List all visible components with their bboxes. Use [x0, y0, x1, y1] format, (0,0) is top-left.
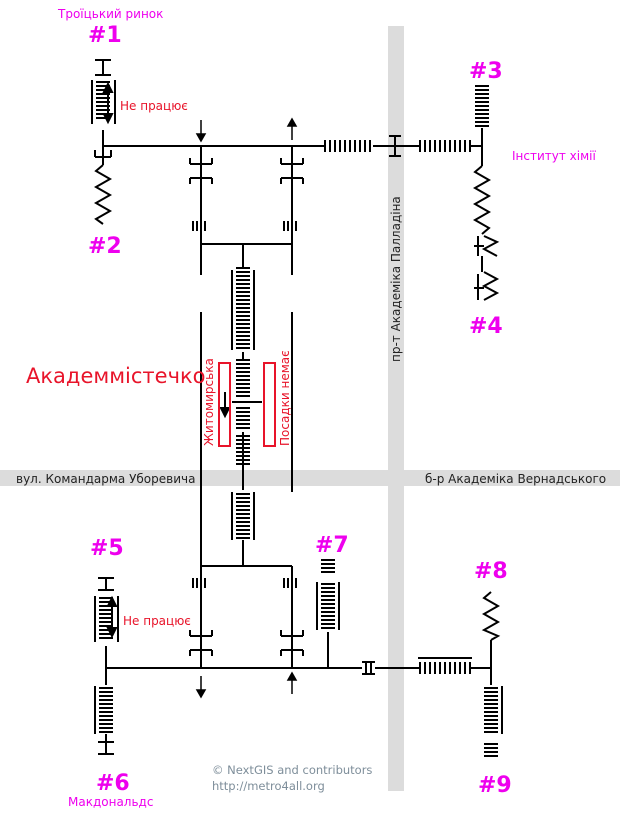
credit-line-2[interactable]: http://metro4all.org	[212, 779, 325, 793]
street-band-vertical	[388, 26, 404, 791]
exit-7-number: #7	[315, 533, 349, 558]
credit-line-1: © NextGIS and contributors	[212, 763, 372, 777]
exit-2-number: #2	[88, 234, 122, 259]
credit-box	[208, 760, 368, 798]
direction-arrows	[195, 117, 298, 699]
exit-1-number: #1	[88, 23, 122, 48]
exit-9-number: #9	[478, 773, 512, 798]
stairs	[91, 59, 503, 757]
platform-direction-frame	[218, 362, 231, 447]
street-label-vernadskoho: б-р Академіка Вернадського	[425, 472, 606, 486]
street-label-palladina: пр-т Академіка Палладіна	[389, 196, 403, 362]
passage-lines	[102, 128, 492, 685]
out-of-service-note-top: Не працює	[120, 99, 188, 113]
no-boarding-frame	[263, 362, 276, 447]
out-of-service-note-bottom: Не працює	[123, 614, 191, 628]
exit-3-number: #3	[469, 59, 503, 84]
no-boarding-label: Посадки немає	[278, 350, 292, 446]
street-band-horizontal	[0, 470, 620, 486]
exit-4-number: #4	[469, 314, 503, 339]
station-name: Академмістечко	[26, 364, 206, 388]
exit-8-number: #8	[474, 559, 508, 584]
exit-6-landmark: Макдональдс	[68, 795, 153, 809]
exit-3-landmark: Інститут хімії	[512, 149, 596, 163]
exit-6-number: #6	[96, 771, 130, 796]
escalator-out-of-service-icons	[102, 81, 231, 639]
exit-1-landmark: Троїцький ринок	[57, 7, 163, 21]
exit-5-number: #5	[90, 536, 124, 561]
platform-direction-label: Житомирська	[202, 358, 216, 446]
street-label-uborevycha: вул. Командарма Уборевича	[16, 472, 195, 486]
